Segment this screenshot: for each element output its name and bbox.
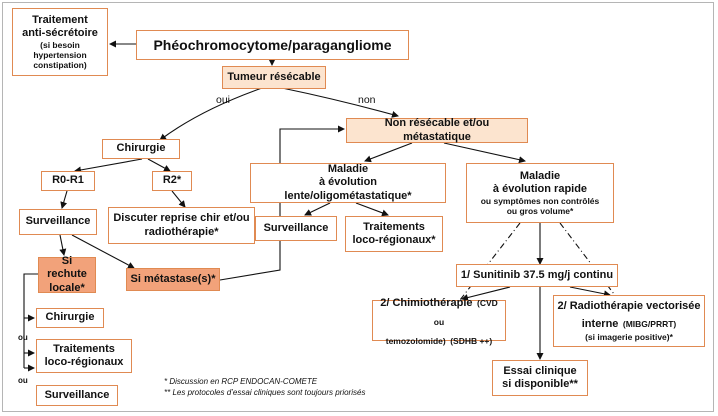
chirurgie-top-label: Chirurgie bbox=[116, 142, 166, 155]
arrow-lente-to-surv bbox=[304, 202, 331, 216]
traitements-loco-left-box: Traitements loco-régionaux bbox=[36, 339, 132, 373]
discuter-line1: Discuter reprise chir et/ou bbox=[113, 212, 250, 225]
pheochromocytome-label: Phéochromocytome/paragangliome bbox=[153, 36, 392, 53]
arrow-to-maladie-lente bbox=[364, 142, 413, 163]
pheochromocytome-box: Phéochromocytome/paragangliome bbox=[136, 30, 409, 60]
radio-line3: (si imagerie positive)* bbox=[585, 332, 673, 343]
diagram-frame bbox=[2, 2, 714, 412]
arrow-chir-to-r2 bbox=[147, 158, 171, 172]
traitements-mid-line1: Traitements bbox=[363, 220, 425, 233]
hypertension-label: hypertension bbox=[33, 50, 87, 61]
essai-line1: Essai clinique bbox=[503, 364, 577, 377]
traitement-antisecretoire-box: Traitement anti-sécrétoire (si besoin hy… bbox=[12, 8, 108, 76]
non-label: non bbox=[358, 94, 376, 106]
arrow-r2-to-discuter bbox=[171, 190, 186, 208]
chirurgie-bottom-label: Chirurgie bbox=[45, 311, 95, 324]
surveillance-bottom-box: Surveillance bbox=[36, 385, 118, 406]
maladie-rapide-line2: à évolution rapide bbox=[492, 182, 588, 195]
maladie-rapide-box: Maladie à évolution rapide ou symptômes … bbox=[466, 163, 614, 223]
radio-line2: interne (MIBG/PRRT) bbox=[582, 313, 677, 332]
tumeur-resecable-label: Tumeur résécable bbox=[227, 70, 321, 83]
r2-box: R2* bbox=[152, 171, 192, 191]
chirurgie-bottom-box: Chirurgie bbox=[36, 308, 104, 328]
radio-line2b: (MIBG/PRRT) bbox=[622, 318, 677, 329]
ou-label-2: ou bbox=[18, 376, 28, 385]
dashdot-rapide-to-chimio bbox=[459, 222, 521, 301]
maladie-lente-box: Maladie à évolution lente/oligométastati… bbox=[250, 163, 446, 203]
traitement-label: Traitement bbox=[32, 13, 88, 26]
arrow-oui bbox=[159, 87, 263, 141]
chimio-line1b: (CVD ou bbox=[433, 297, 498, 327]
rechute-box: Si rechute locale* bbox=[38, 255, 96, 294]
footnote-2: ** Les protocoles d’essai cliniques sont… bbox=[164, 388, 366, 397]
arrow-r0r1-to-surv bbox=[60, 190, 68, 209]
surveillance-left-label: Surveillance bbox=[25, 215, 91, 228]
surveillance-bottom-label: Surveillance bbox=[44, 388, 110, 401]
rechute-line2: locale* bbox=[49, 281, 85, 294]
footnote-1: * Discussion en RCP ENDOCAN-COMETE bbox=[164, 377, 318, 386]
metastase-box: Si métastase(s)* bbox=[126, 268, 220, 291]
essai-line2: si disponible** bbox=[502, 378, 578, 390]
maladie-rapide-line1: Maladie bbox=[519, 169, 561, 182]
arrow-lente-to-trait bbox=[355, 202, 389, 217]
oui-label: oui bbox=[216, 94, 231, 106]
constipation-label: constipation) bbox=[33, 60, 87, 71]
maladie-rapide-line3: ou symptômes non contrôlés bbox=[480, 196, 600, 206]
chimiotherapie-box: 2/ Chimiothérapie (CVD ou temozolomide) … bbox=[372, 297, 506, 346]
metastase-label: Si métastase(s)* bbox=[130, 272, 216, 285]
discuter-box: Discuter reprise chir et/ou radiothérapi… bbox=[108, 207, 255, 244]
chimio-line2a: temozolomide) bbox=[385, 336, 446, 347]
radiotherapie-box: 2/ Radiothérapie vectorisée interne (MIB… bbox=[553, 295, 705, 347]
surveillance-mid-box: Surveillance bbox=[255, 216, 337, 241]
maladie-lente-line2: à évolution lente/oligométastatique* bbox=[284, 176, 412, 202]
sunitinib-label: 1/ Sunitinib 37.5 mg/j continu bbox=[460, 268, 614, 281]
arrow-sunitinib-to-radio bbox=[569, 286, 611, 298]
ou-label-1: ou bbox=[18, 333, 28, 342]
arrow-to-maladie-rapide bbox=[443, 142, 526, 164]
traitements-left-line2: loco-régionaux bbox=[44, 356, 124, 368]
radio-line2a: interne bbox=[581, 317, 619, 330]
r0r1-label: R0-R1 bbox=[52, 174, 84, 187]
maladie-lente-line1: Maladie bbox=[327, 163, 369, 176]
r0r1-box: R0-R1 bbox=[41, 171, 95, 191]
chimio-line2: temozolomide) (SDHB ++) bbox=[386, 330, 492, 349]
surveillance-left-box: Surveillance bbox=[19, 209, 97, 235]
traitements-left-line1: Traitements bbox=[53, 342, 115, 355]
maladie-rapide-line4: ou gros volume* bbox=[506, 206, 574, 217]
arrow-chir-to-r0r1 bbox=[74, 158, 143, 174]
arrow-metastase-to-nonresecable bbox=[219, 125, 345, 281]
radio-line1: 2/ Radiothérapie vectorisée bbox=[557, 299, 701, 312]
arrow-non bbox=[281, 87, 399, 118]
chirurgie-top-box: Chirurgie bbox=[102, 139, 180, 159]
traitements-mid-line2: loco-régionaux* bbox=[352, 234, 436, 246]
essai-clinique-box: Essai clinique si disponible** bbox=[492, 360, 588, 396]
tumeur-resecable-box: Tumeur résécable bbox=[222, 66, 326, 89]
r2-label: R2* bbox=[162, 174, 182, 187]
si-besoin-label: (si besoin bbox=[40, 39, 80, 50]
arrow-surv-to-metastase bbox=[71, 234, 135, 269]
chimio-line1a: 2/ Chimiothérapie bbox=[380, 296, 473, 309]
rechute-branch-line bbox=[23, 273, 38, 368]
sunitinib-box: 1/ Sunitinib 37.5 mg/j continu bbox=[456, 264, 618, 287]
surveillance-mid-label: Surveillance bbox=[263, 221, 329, 234]
non-resecable-label: Non résécable et/ou métastatique bbox=[384, 117, 490, 143]
arrow-surv-to-rechute bbox=[59, 234, 67, 256]
rechute-line1: Si rechute bbox=[47, 255, 87, 281]
discuter-line2: radiothérapie* bbox=[144, 225, 219, 238]
antisecretoire-label: anti-sécrétoire bbox=[22, 26, 98, 39]
non-resecable-box: Non résécable et/ou métastatique bbox=[346, 117, 528, 143]
arrow-sunitinib-to-chimio bbox=[461, 286, 511, 301]
chimio-line2b: (SDHB ++) bbox=[450, 336, 493, 347]
traitements-loco-mid-box: Traitements loco-régionaux* bbox=[345, 216, 443, 252]
chimio-line1: 2/ Chimiothérapie (CVD ou bbox=[376, 292, 502, 330]
